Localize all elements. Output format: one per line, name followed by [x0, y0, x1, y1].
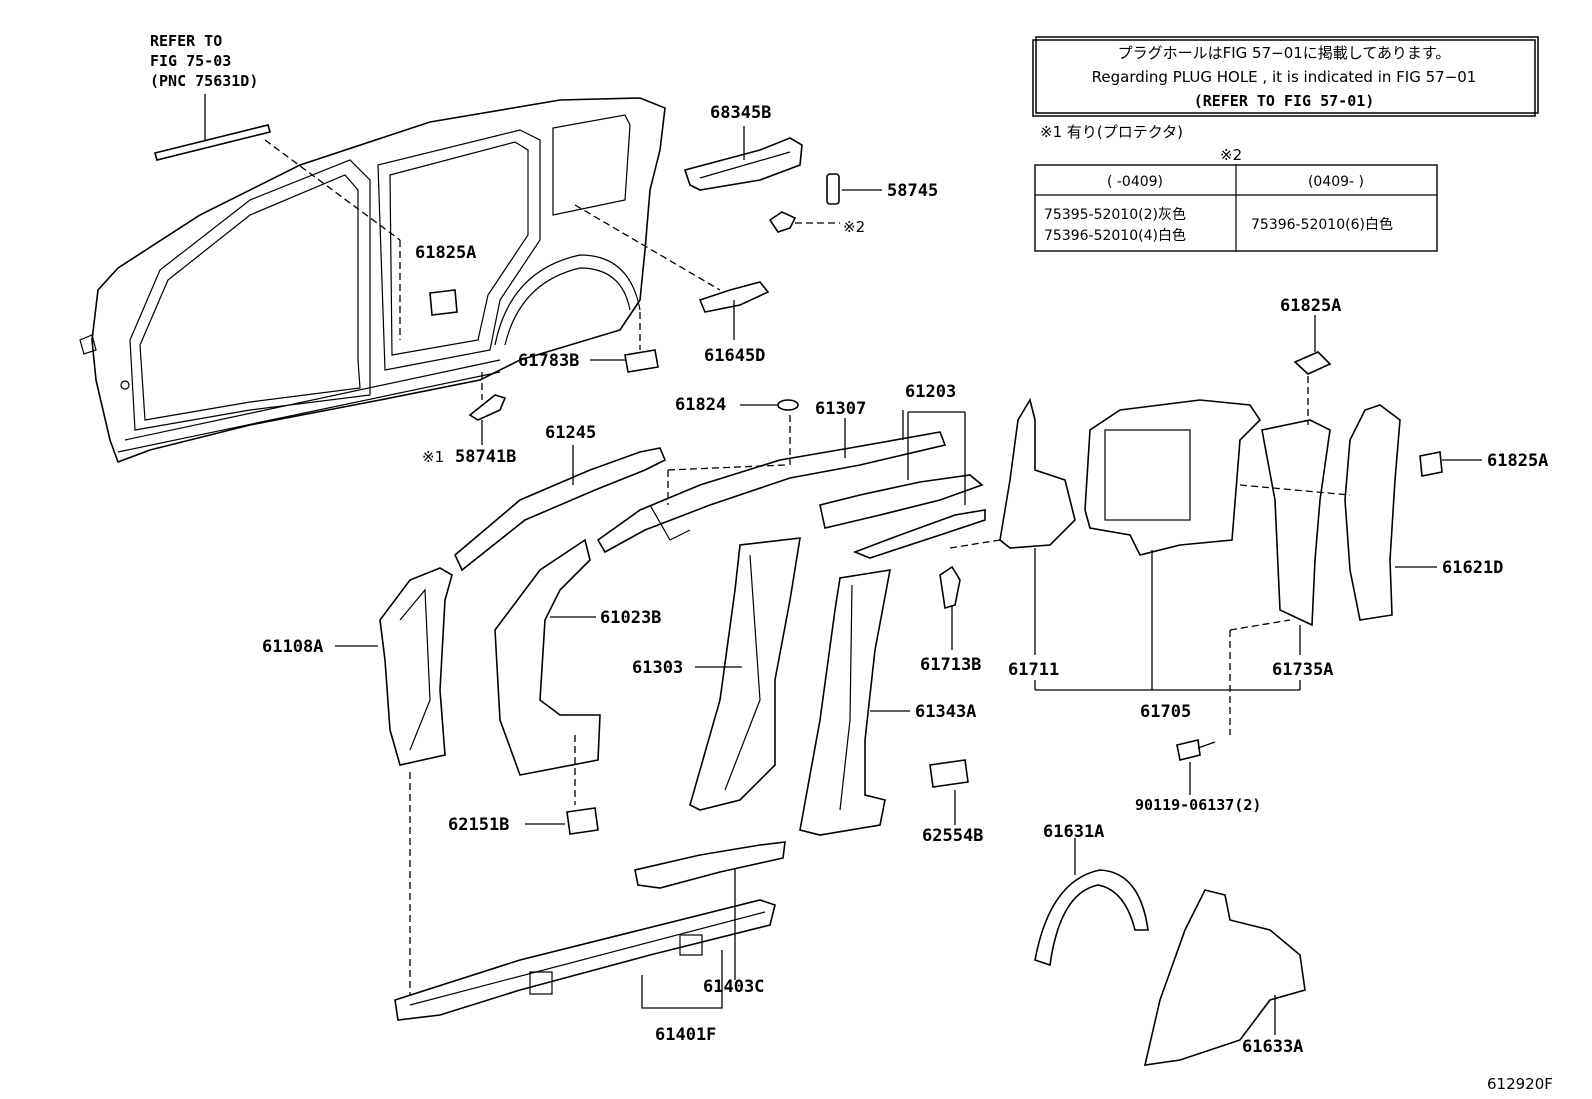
label-68345B: 68345B [710, 103, 771, 123]
protector-note: ※1 有り(プロテクタ) [1040, 123, 1183, 141]
table-header-after: (0409- ) [1308, 174, 1364, 190]
label-61203: 61203 [905, 382, 956, 402]
refer-note-line2: FIG 75-03 [150, 52, 231, 70]
plug-note-line1: プラグホールはFIG 57−01に掲載してあります。 [1118, 44, 1451, 62]
small-parts-top [429, 137, 840, 421]
label-mark1: ※1 [422, 448, 444, 466]
plug-hole-note: プラグホールはFIG 57−01に掲載してあります。 Regarding PLU… [1032, 36, 1539, 117]
plug-note-line3: (REFER TO FIG 57-01) [1194, 92, 1375, 110]
label-61711: 61711 [1008, 660, 1059, 680]
label-58745: 58745 [887, 181, 938, 201]
label-61825A-3: 61825A [1487, 451, 1548, 471]
table-cell-r1c1: 75395-52010(2)灰色 [1044, 206, 1186, 223]
rocker-sill [394, 841, 786, 1021]
label-61783B: 61783B [518, 351, 579, 371]
table-marker: ※2 [1220, 146, 1242, 164]
label-61633A: 61633A [1242, 1037, 1303, 1057]
label-61713B: 61713B [920, 655, 981, 675]
label-61108A: 61108A [262, 637, 323, 657]
label-61645D: 61645D [704, 346, 765, 366]
pillars [379, 537, 969, 836]
label-61631A: 61631A [1043, 822, 1104, 842]
quarter-inner-group [999, 351, 1443, 761]
refer-note-line3: (PNC 75631D) [150, 72, 258, 90]
refer-note-line1: REFER TO [150, 32, 222, 50]
label-61824: 61824 [675, 395, 726, 415]
label-61825A-1: 61825A [415, 243, 476, 263]
label-61023B: 61023B [600, 608, 661, 628]
label-61735A: 61735A [1272, 660, 1333, 680]
body-side-outer-panel [79, 97, 666, 464]
label-61307: 61307 [815, 399, 866, 419]
table-cell-r1c2: 75396-52010(6)白色 [1251, 216, 1393, 233]
roof-rails [454, 399, 986, 572]
label-61245: 61245 [545, 423, 596, 443]
plug-note-line2: Regarding PLUG HOLE , it is indicated in… [1092, 68, 1477, 86]
wheel-house [1034, 869, 1306, 1066]
table-cell-r2c1: 75396-52010(4)白色 [1044, 227, 1186, 244]
variant-table: ※2 ( -0409) (0409- ) 75395-52010(2)灰色 75… [1034, 146, 1438, 252]
label-61303: 61303 [632, 658, 683, 678]
label-62554B: 62554B [922, 826, 983, 846]
label-61343A: 61343A [915, 702, 976, 722]
label-58741B: 58741B [455, 447, 516, 467]
label-90119-06137: 90119-06137(2) [1135, 796, 1261, 814]
part-labels: 68345B 58745 ※2 61825A 61825A 61825A 616… [262, 103, 1553, 1093]
figure-code: 612920F [1487, 1075, 1553, 1093]
table-header-before: ( -0409) [1107, 174, 1163, 190]
label-61401F: 61401F [655, 1025, 716, 1045]
label-62151B: 62151B [448, 815, 509, 835]
label-61621D: 61621D [1442, 558, 1503, 578]
label-61403C: 61403C [703, 977, 764, 997]
label-mark2: ※2 [843, 218, 865, 236]
label-61825A-2: 61825A [1280, 296, 1341, 316]
label-61705: 61705 [1140, 702, 1191, 722]
leader-lines [264, 126, 1482, 1035]
refer-note: REFER TO FIG 75-03 (PNC 75631D) [150, 32, 258, 140]
